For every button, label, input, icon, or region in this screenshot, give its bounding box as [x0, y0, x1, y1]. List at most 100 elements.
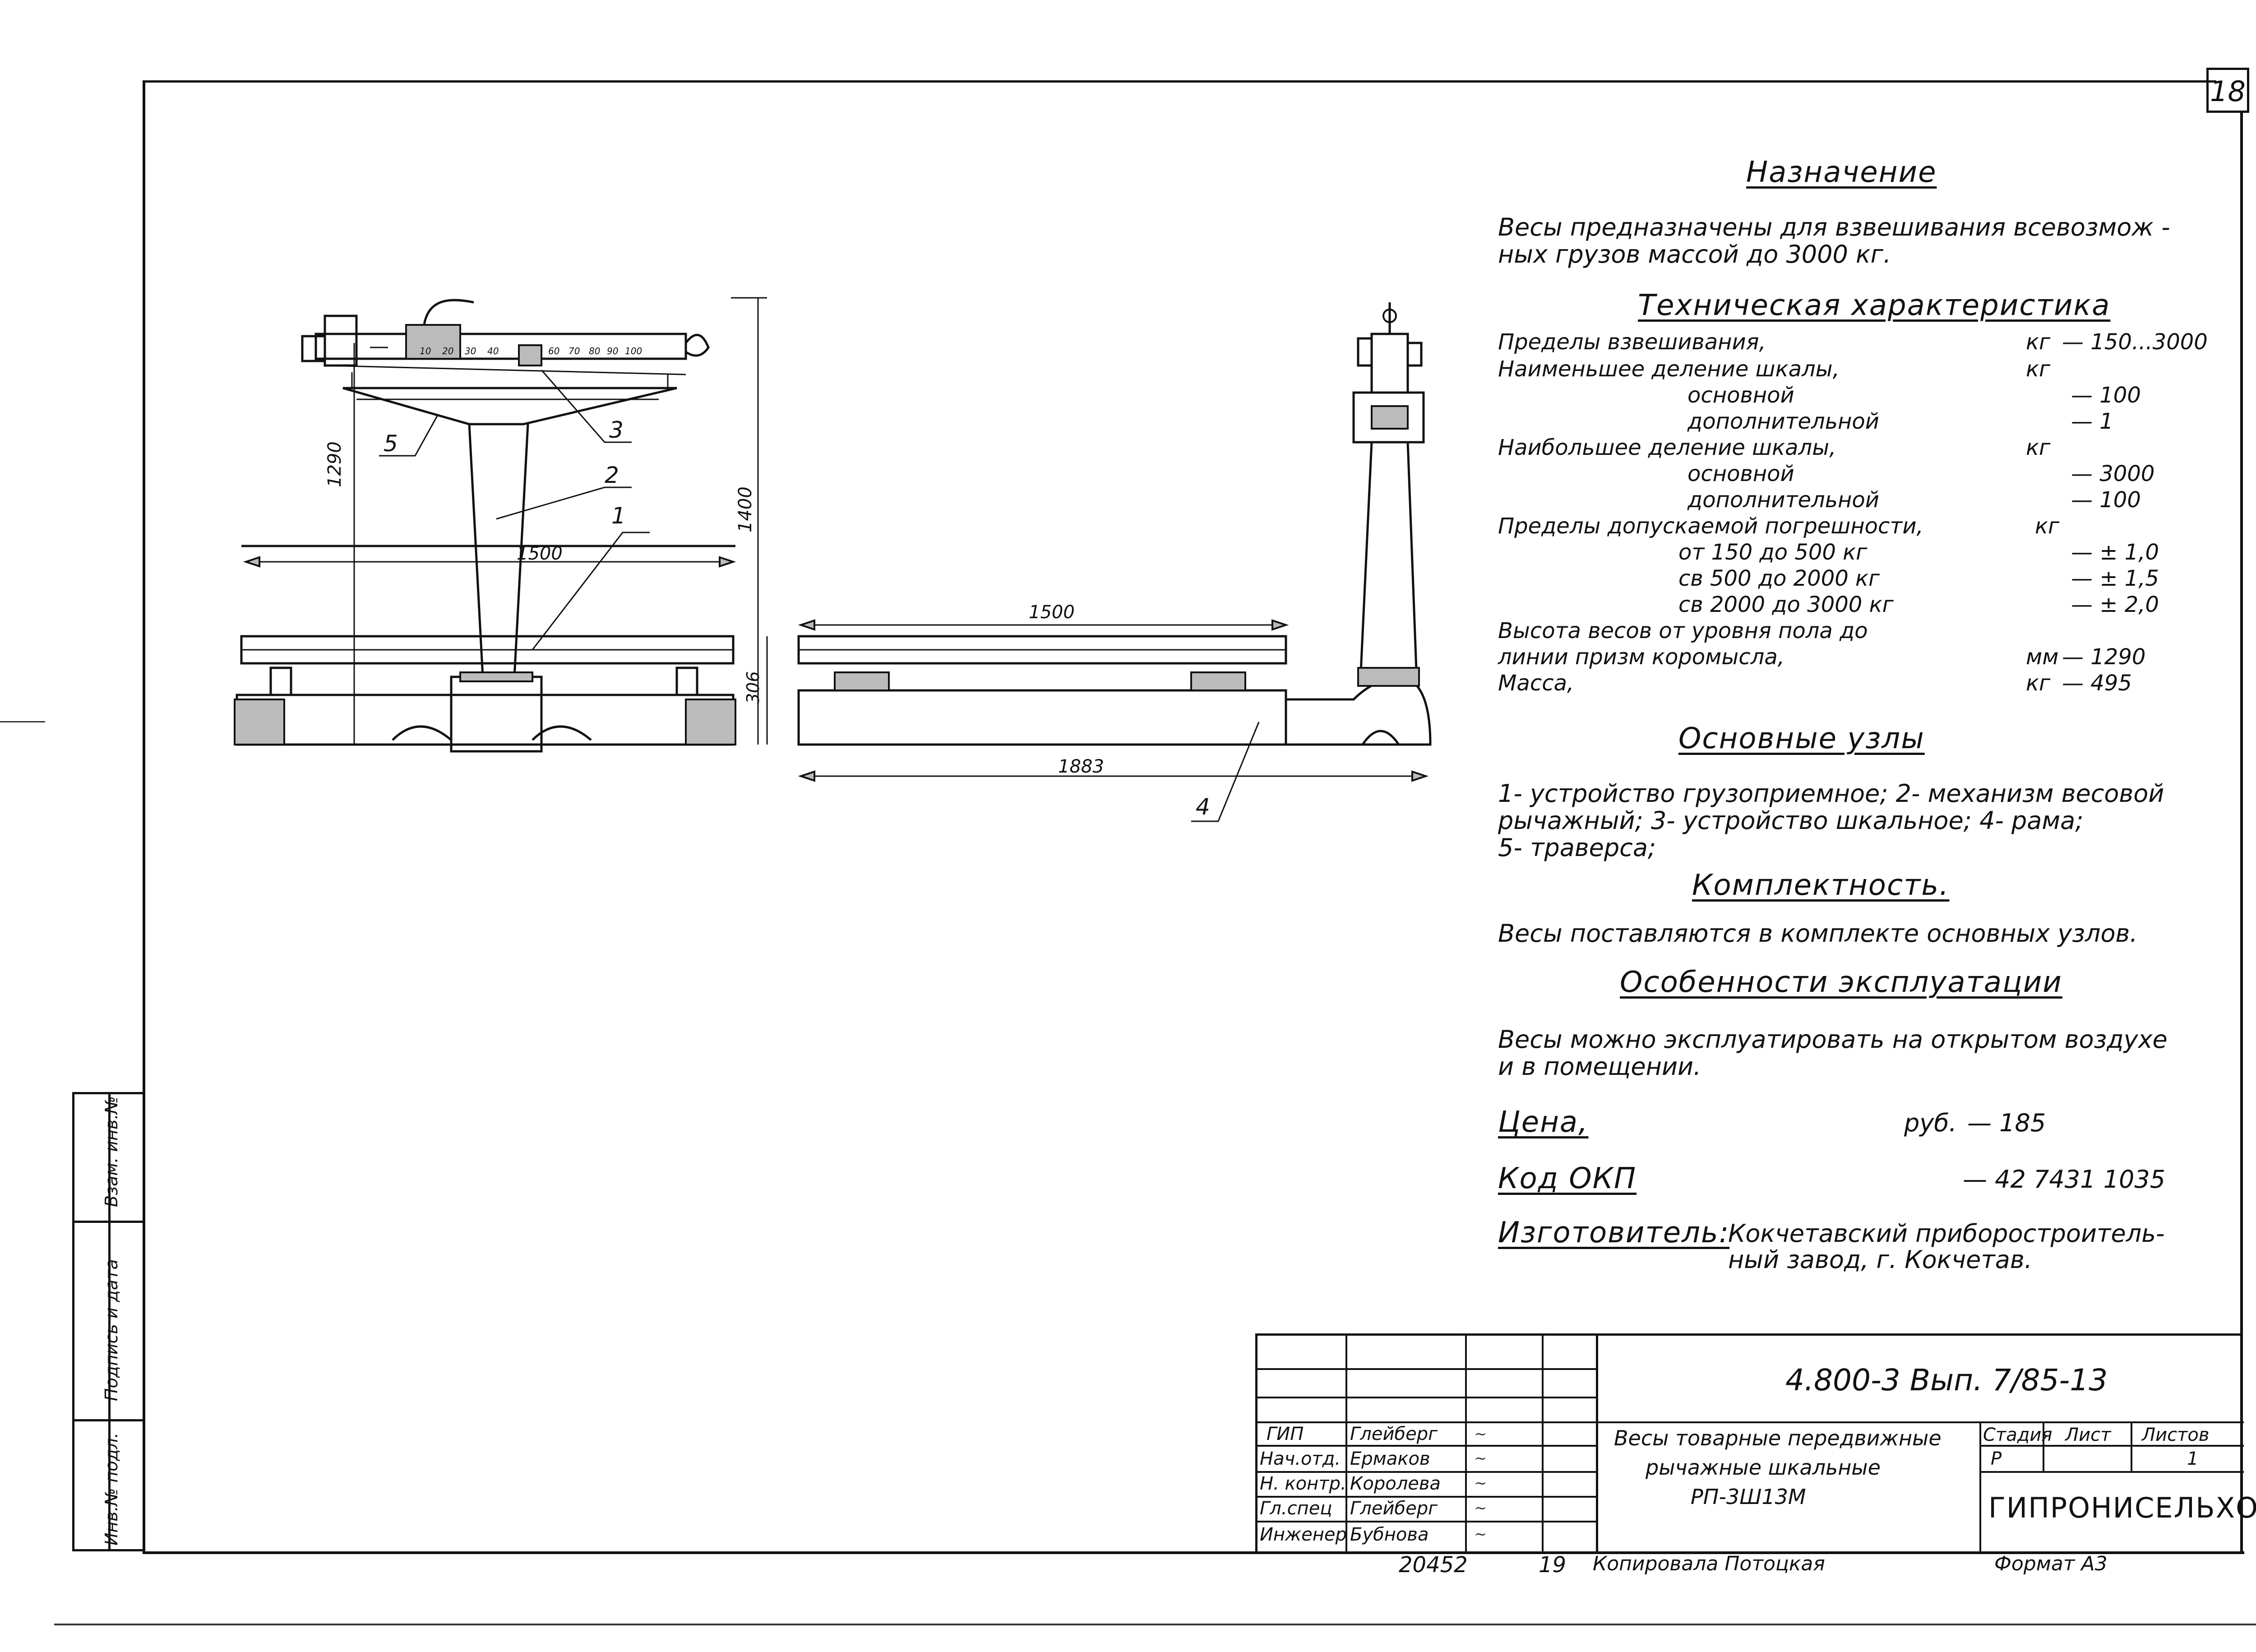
scale-tick: 40 — [487, 346, 499, 356]
spec-value: — 1 — [2071, 409, 2113, 434]
price-value: — 185 — [1967, 1109, 2046, 1137]
scale-tick: 100 — [625, 346, 642, 356]
dim-front-height-beam: 1290 — [324, 441, 345, 487]
title-block: ГИП Глейберг ~ Нач.отд. Ермаков ~ Н. кон… — [1255, 1333, 2256, 1551]
spec-label: Пределы взвешивания, — [1498, 329, 1766, 355]
sheets-header: Листов — [2142, 1425, 2210, 1445]
callout-2: 2 — [605, 462, 619, 488]
spec-value: — ± 2,0 — [2071, 592, 2159, 617]
stage-header: Стадия — [1983, 1425, 2053, 1445]
name-norm-control: Королева — [1350, 1473, 1441, 1494]
signature-head-dept: ~ — [1474, 1449, 1487, 1467]
scan-bottom-line — [54, 1624, 2256, 1625]
spec-label: основной — [1687, 461, 1794, 486]
document-code: 4.800-3 Вып. 7/85-13 — [1785, 1363, 2108, 1397]
spec-label: Высота весов от уровня пола до — [1498, 618, 1868, 643]
spec-label: от 150 до 500 кг — [1678, 540, 1868, 565]
dim-side-height: 306 — [743, 671, 763, 704]
role-gip: ГИП — [1267, 1424, 1304, 1444]
spec-unit: кг — [2026, 671, 2051, 696]
footer-sheet-no: 19 — [1539, 1552, 1567, 1578]
footer-format: Формат А3 — [1994, 1552, 2108, 1575]
role-norm-control: Н. контр. — [1260, 1473, 1346, 1494]
maker-line1: Кокчетавский приборостроитель- — [1728, 1219, 2165, 1248]
okp-value: — 42 7431 1035 — [1963, 1165, 2166, 1194]
name-engineer: Бубнова — [1350, 1524, 1429, 1545]
title-line1: Весы товарные передвижные — [1614, 1426, 1942, 1450]
purpose-text-line1: Весы предназначены для взвешивания всево… — [1498, 213, 2170, 241]
callout-3: 3 — [609, 417, 624, 443]
spec-label: Масса, — [1498, 671, 1574, 696]
role-head-dept: Нач.отд. — [1260, 1448, 1341, 1469]
frame-right-line — [2240, 113, 2243, 1551]
organization: ГИПРОНИСЕЛЬХОЗ — [1988, 1491, 2256, 1524]
signature-gip: ~ — [1474, 1425, 1487, 1443]
frame-top-line — [143, 80, 2216, 83]
spec-label: линии призм коромысла, — [1498, 644, 1784, 670]
spec-label: Наибольшее деление шкалы, — [1498, 435, 1836, 460]
spec-unit: кг — [2035, 514, 2060, 539]
operation-heading: Особенности эксплуатации — [1620, 966, 2062, 999]
stage-value: Р — [1991, 1448, 2002, 1469]
footer-copied-by: Копировала Потоцкая — [1593, 1552, 1825, 1575]
side-stamp: Взам. инв.№ Подпись и дата Инв.№ подл. — [72, 1092, 143, 1551]
price-unit: руб. — [1904, 1109, 1957, 1137]
spec-unit: кг — [2026, 435, 2051, 460]
front-view: 10 20 30 40 60 70 80 90 100 1500 1290 14… — [234, 297, 767, 753]
role-chief-specialist: Гл.спец — [1260, 1498, 1332, 1519]
title-line2: рычажные шкальные — [1646, 1455, 1881, 1480]
spec-label: основной — [1687, 383, 1794, 408]
sheets-value: 1 — [2187, 1448, 2199, 1469]
scale-tick: 90 — [607, 346, 618, 356]
spec-label: св 500 до 2000 кг — [1678, 566, 1880, 591]
completeness-text: Весы поставляются в комплекте основных у… — [1498, 919, 2138, 948]
dim-side-length: 1883 — [1058, 756, 1104, 777]
maker-line2: ный завод, г. Кокчетав. — [1728, 1245, 2032, 1274]
signature-chief-specialist: ~ — [1474, 1499, 1487, 1517]
units-line3: 5- траверса; — [1498, 833, 1656, 862]
units-heading: Основные узлы — [1678, 722, 1925, 755]
scale-tick: 70 — [569, 346, 580, 356]
spec-label: св 2000 до 3000 кг — [1678, 592, 1894, 617]
signature-norm-control: ~ — [1474, 1474, 1487, 1492]
callout-1: 1 — [611, 503, 626, 529]
scale-tick: 80 — [589, 346, 600, 356]
outer-frame — [143, 80, 2244, 1554]
spec-unit: кг — [2026, 356, 2051, 382]
spec-value: — 100 — [2071, 487, 2141, 513]
spec-label: дополнительной — [1687, 487, 1879, 513]
spec-value: — 495 — [2062, 671, 2132, 696]
spec-value: — 150...3000 — [2062, 329, 2208, 355]
operation-line2: и в помещении. — [1498, 1052, 1701, 1081]
side-view: 1500 1883 306 4 — [743, 302, 1432, 822]
callout-5: 5 — [384, 430, 398, 457]
spec-value: — ± 1,5 — [2071, 566, 2159, 591]
name-chief-specialist: Глейберг — [1350, 1498, 1438, 1519]
dim-front-width: 1500 — [517, 543, 563, 564]
scale-tick: 60 — [548, 346, 559, 356]
stamp-sign-date: Подпись и дата — [102, 1259, 121, 1401]
okp-label: Код ОКП — [1498, 1162, 1637, 1195]
scale-tick: 10 — [420, 346, 431, 356]
units-line1: 1- устройство грузоприемное; 2- механизм… — [1498, 779, 2164, 808]
spec-value: — ± 1,0 — [2071, 540, 2159, 565]
dim-side-width: 1500 — [1029, 602, 1075, 623]
scale-drawing: 10 20 30 40 60 70 80 90 100 1500 1290 14… — [234, 297, 1432, 822]
title-line3: РП-3Ш13М — [1691, 1485, 1806, 1509]
spec-unit: мм — [2026, 644, 2059, 670]
stamp-replace-inv: Взам. инв.№ — [102, 1096, 121, 1207]
purpose-heading: Назначение — [1746, 156, 1937, 189]
sheet-number-box: 18 — [2206, 68, 2249, 113]
operation-line1: Весы можно эксплуатировать на открытом в… — [1498, 1025, 2168, 1054]
spec-label: Пределы допускаемой погрешности, — [1498, 514, 1923, 539]
signature-engineer: ~ — [1474, 1525, 1487, 1543]
spec-label: дополнительной — [1687, 409, 1879, 434]
scale-tick: 30 — [465, 346, 476, 356]
callout-4: 4 — [1196, 794, 1210, 820]
sheet-header: Лист — [2065, 1425, 2111, 1445]
name-gip: Глейберг — [1350, 1424, 1438, 1444]
sheet-number: 18 — [2210, 75, 2246, 108]
units-line2: рычажный; 3- устройство шкальное; 4- рам… — [1498, 806, 2084, 835]
specs-heading: Техническая характеристика — [1638, 289, 2111, 322]
spec-value: — 1290 — [2062, 644, 2146, 670]
